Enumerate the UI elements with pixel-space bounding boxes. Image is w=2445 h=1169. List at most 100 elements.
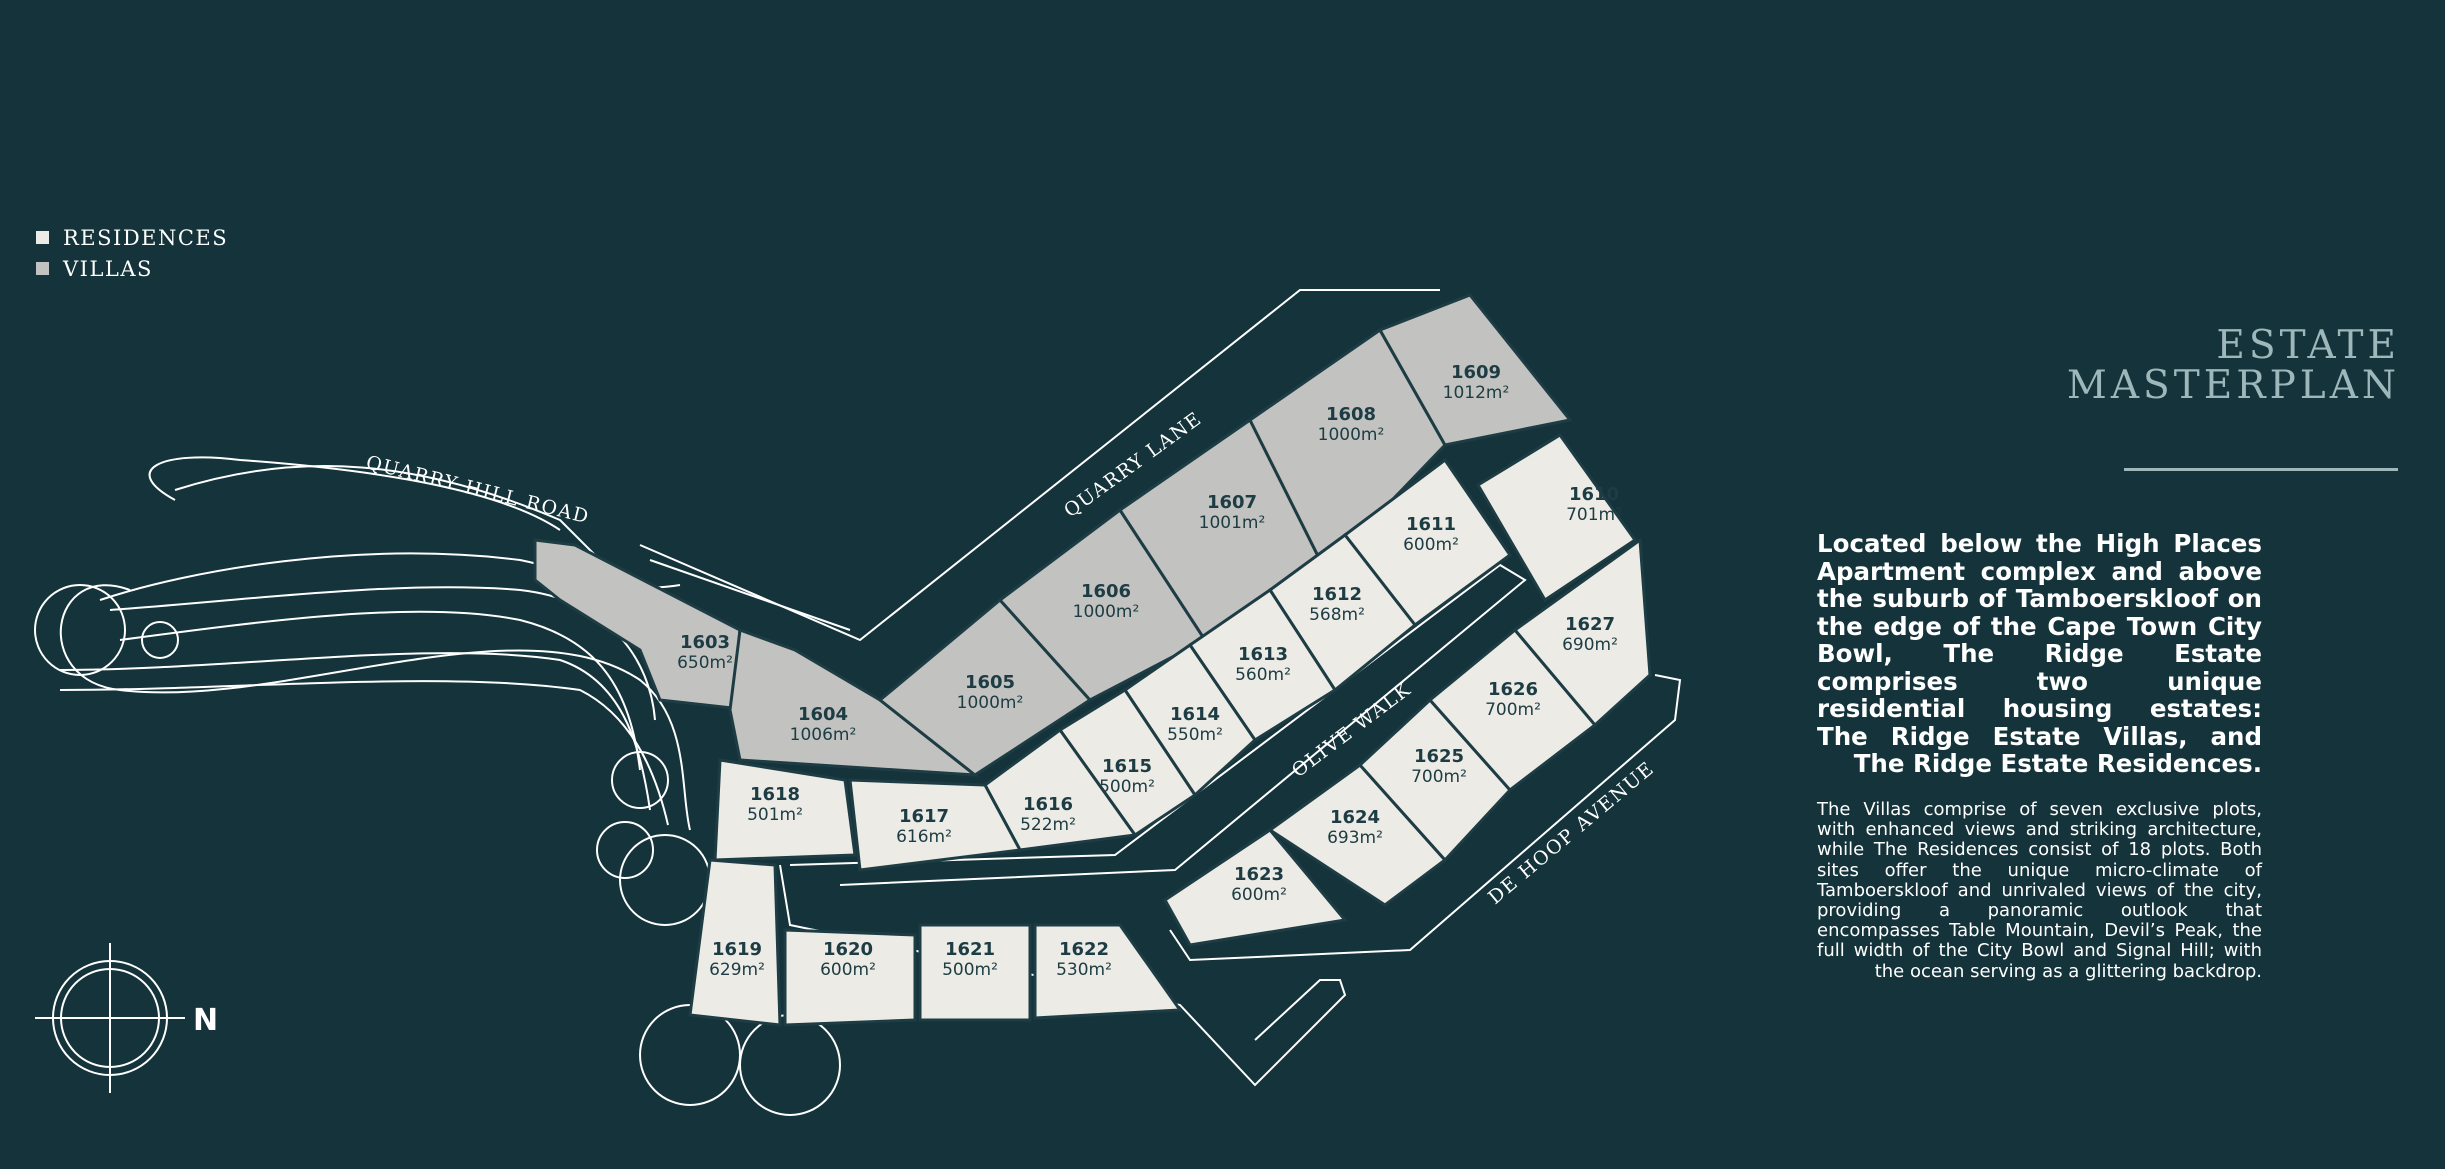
legend-label: RESIDENCES [63, 225, 229, 250]
plot-area: 693m² [1327, 828, 1383, 848]
west-loop-1 [59, 584, 691, 831]
plot-number: 1619 [712, 939, 762, 960]
west-loop-3 [109, 586, 656, 721]
plot-area: 650m² [677, 653, 733, 673]
plot-area: 1012m² [1443, 383, 1510, 403]
plot-shape[interactable] [1033, 923, 1183, 1020]
quarry-lane-edge-inner [649, 559, 851, 631]
compass-north-label: N [193, 1003, 218, 1038]
plot-number: 1620 [823, 939, 873, 960]
compass-icon [35, 943, 185, 1093]
plots-layer: 1603650m²16041006m²16051000m²16061000m²1… [533, 293, 1652, 1027]
plot-shape[interactable] [713, 758, 857, 862]
tree-icon [739, 1014, 841, 1116]
title-line: MASTERPLAN [2066, 363, 2400, 408]
plot-area: 500m² [1099, 777, 1155, 797]
plot-number: 1624 [1330, 807, 1380, 828]
plot-area: 690m² [1562, 635, 1618, 655]
plot-area: 501m² [747, 805, 803, 825]
plot-number: 1612 [1312, 584, 1362, 605]
legend-label: VILLAS [63, 256, 153, 281]
quarry-lane-edge [639, 289, 1440, 642]
legend: RESIDENCES VILLAS [36, 222, 228, 284]
plot-shape[interactable] [1475, 432, 1638, 603]
plot-shape[interactable] [918, 923, 1032, 1022]
plot-number: 1617 [899, 806, 949, 827]
plot-area: 700m² [1411, 767, 1467, 787]
tree-icon [141, 621, 179, 659]
plot-area: 629m² [709, 960, 765, 980]
plot-shape[interactable] [1377, 293, 1573, 447]
legend-swatch-villas [36, 262, 49, 275]
description-paragraph: The Villas comprise of seven exclusive p… [1817, 799, 2262, 982]
tree-icon [596, 821, 654, 879]
plot-shape[interactable] [688, 858, 782, 1027]
plot-area: 616m² [896, 827, 952, 847]
plot-shape[interactable] [848, 778, 1023, 872]
plot-number: 1623 [1234, 864, 1284, 885]
plot-number: 1615 [1102, 756, 1152, 777]
plot-number: 1626 [1488, 679, 1538, 700]
legend-swatch-residences [36, 231, 49, 244]
west-loop-5 [59, 652, 651, 811]
olive-walk-edge [789, 563, 1527, 886]
plot-number: 1604 [798, 704, 848, 725]
plot-shape[interactable] [1512, 537, 1652, 728]
plot-area: 560m² [1235, 665, 1291, 685]
plot-area: 550m² [1167, 725, 1223, 745]
plot-number: 1611 [1406, 514, 1456, 535]
quarry-hill-road-edge-outer [148, 456, 561, 531]
tree-icon [34, 584, 126, 676]
tree-icon [611, 751, 669, 809]
plot-number: 1627 [1565, 614, 1615, 635]
plot-area: 1001m² [1199, 513, 1266, 533]
legend-item-residences: RESIDENCES [36, 222, 228, 253]
intro-paragraph: Located below the High Places Apartment … [1817, 529, 2262, 778]
west-loop-4 [119, 610, 641, 771]
plot-number: 1606 [1081, 581, 1131, 602]
plot-area: 700m² [1485, 700, 1541, 720]
plot-number: 1605 [965, 672, 1015, 693]
plot-area: 1000m² [1073, 602, 1140, 622]
plot-shape[interactable] [783, 928, 917, 1027]
plot-area: 701m² [1566, 505, 1622, 525]
plot-area: 522m² [1020, 815, 1076, 835]
plot-shape[interactable] [533, 538, 742, 710]
de-hoop-avenue-edge [1169, 674, 1682, 962]
title-line: ESTATE [2216, 323, 2400, 368]
page-title: ESTATE MASTERPLAN [2067, 326, 2400, 406]
plot-area: 568m² [1309, 605, 1365, 625]
plot-number: 1621 [945, 939, 995, 960]
plot-number: 1625 [1414, 746, 1464, 767]
plot-number: 1618 [750, 784, 800, 805]
plot-shape[interactable] [1163, 828, 1348, 947]
plot-area: 500m² [942, 960, 998, 980]
plot-area: 530m² [1056, 960, 1112, 980]
title-divider [2124, 468, 2398, 471]
plot-number: 1608 [1326, 404, 1376, 425]
plot-number: 1622 [1059, 939, 1109, 960]
plot-area: 600m² [820, 960, 876, 980]
plot-number: 1616 [1023, 794, 1073, 815]
plot-number: 1603 [680, 632, 730, 653]
plot-area: 1006m² [790, 725, 857, 745]
plot-number: 1610 [1569, 484, 1619, 505]
plot-number: 1609 [1451, 362, 1501, 383]
